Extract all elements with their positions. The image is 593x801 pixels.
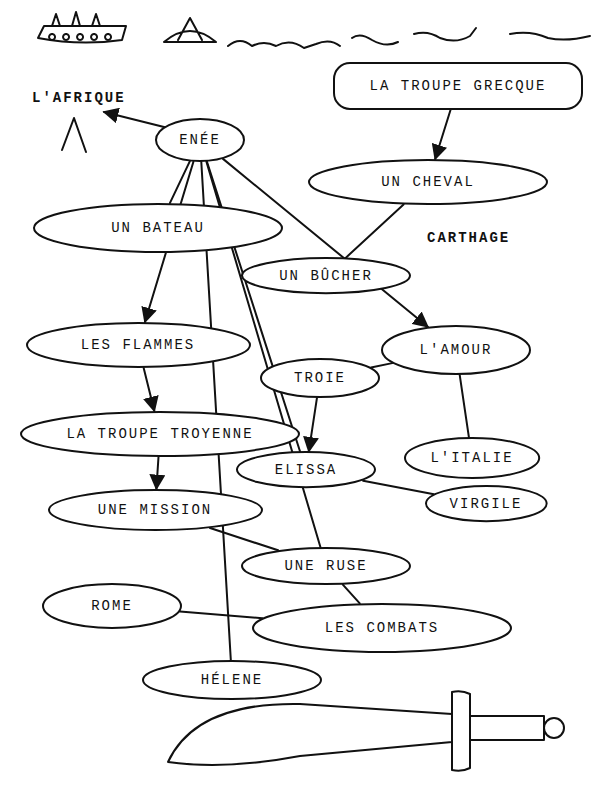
concept-ellipse: LA TROUPE GRECQUE (333, 62, 583, 110)
node-text-block: ROME (91, 598, 133, 615)
sword-pommel (544, 718, 564, 738)
concept-link (346, 205, 404, 258)
concept-label: ROME (91, 598, 133, 615)
concept-label: UNE MISSION (98, 502, 212, 519)
sail-boat (164, 18, 216, 42)
concept-link (343, 585, 360, 604)
concept-link (435, 110, 450, 159)
node-text-block: ELISSA (275, 462, 337, 479)
concept-label: L'AMOUR (420, 342, 493, 359)
pen-scribble (62, 118, 86, 152)
concept-ellipse: UN CHEVAL (308, 159, 548, 205)
concept-link (170, 161, 190, 203)
node-text-block: ENÉE (179, 132, 221, 149)
concept-ellipse: LA TROUPE TROYENNE (20, 411, 300, 457)
node-text-block: LES COMBATS (325, 620, 439, 637)
ellipse-outline (156, 119, 244, 161)
ellipse-outline (43, 584, 181, 628)
ellipse-outline (309, 160, 547, 204)
ellipse-outline (253, 604, 511, 652)
concept-link (207, 162, 300, 452)
concept-ellipse: LES FLAMMES (26, 322, 251, 368)
node-text-block: LA TROUPE TROYENNE (66, 426, 253, 443)
node-text-block: UNE RUSE (284, 558, 367, 575)
sword-grip (470, 716, 544, 740)
node-text-block: LA TROUPE GRECQUE (370, 78, 547, 95)
concept-label: LES FLAMMES (81, 337, 195, 354)
node-text-block: UN BATEAU (111, 220, 205, 237)
concept-ellipse: HÉLENE (142, 660, 322, 700)
concept-ellipse: ROME (42, 583, 182, 629)
concept-link (180, 612, 262, 619)
ellipse-outline (426, 486, 547, 521)
place-label: L'AFRIQUE (30, 90, 128, 107)
node-text-block: LES FLAMMES (81, 337, 195, 354)
node-text-block: L'AMOUR (420, 342, 493, 359)
node-text-block: UN CHEVAL (381, 174, 475, 191)
concept-link (156, 457, 158, 489)
ellipse-outline (237, 452, 375, 487)
concept-link (309, 398, 317, 451)
ellipse-outline (242, 548, 410, 584)
ellipse-outline (21, 412, 299, 456)
ellipse-outline (49, 490, 262, 530)
concept-label: L'ITALIE (430, 450, 513, 467)
concept-ellipse: L'ITALIE (404, 437, 540, 479)
concept-label: ENÉE (179, 132, 221, 149)
concept-ellipse: UNE MISSION (48, 489, 263, 531)
ellipse-outline (143, 661, 321, 699)
concept-label: LA TROUPE TROYENNE (66, 426, 253, 443)
node-text-block: HÉLENE (201, 672, 263, 689)
node-text-block: UN BÛCHER (279, 268, 373, 285)
ellipse-outline (261, 359, 379, 397)
concept-label: UNE RUSE (284, 558, 367, 575)
concept-ellipse: L'AMOUR (381, 325, 531, 375)
concept-link (460, 375, 469, 437)
node-text-block: VIRGILE (450, 496, 523, 513)
sword-guard (452, 691, 470, 770)
ellipse-outline (382, 326, 530, 374)
concept-label: ELISSA (275, 462, 337, 479)
concept-ellipse: UN BÛCHER (241, 257, 411, 294)
boat-portholes (49, 34, 111, 40)
node-text-block: UNE MISSION (98, 502, 212, 519)
node-text-block: L'ITALIE (430, 450, 513, 467)
concept-ellipse: UNE RUSE (241, 547, 411, 585)
troop-band (334, 63, 582, 109)
boat-hull (38, 26, 126, 43)
concept-ellipse: ELISSA (236, 451, 376, 488)
concept-ellipse: TROIE (260, 358, 380, 398)
concept-label: HÉLENE (201, 672, 263, 689)
place-label: CARTHAGE (425, 230, 512, 247)
concept-label: TROIE (294, 370, 346, 387)
ellipse-outline (27, 323, 250, 367)
ellipse-outline (405, 438, 539, 478)
sea-waves (228, 28, 590, 48)
concept-ellipse: LES COMBATS (252, 603, 512, 653)
concept-link (144, 368, 155, 411)
concept-label: LA TROUPE GRECQUE (370, 78, 547, 95)
concept-ellipse: VIRGILE (425, 485, 548, 522)
sword-blade (168, 704, 452, 765)
concept-ellipse: ENÉE (155, 118, 245, 162)
concept-label: UN BATEAU (111, 220, 205, 237)
concept-link (363, 481, 434, 494)
boat-masts (52, 12, 100, 26)
concept-label: LES COMBATS (325, 620, 439, 637)
concept-link (210, 528, 278, 550)
concept-label: UN CHEVAL (381, 174, 475, 191)
concept-link (371, 363, 392, 367)
arrow-to-africa (104, 112, 168, 128)
concept-ellipse: UN BATEAU (33, 203, 283, 253)
ellipse-outline (242, 258, 410, 293)
ellipse-outline (34, 204, 282, 252)
node-text-block: TROIE (294, 370, 346, 387)
concept-label: VIRGILE (450, 496, 523, 513)
concept-label: UN BÛCHER (279, 268, 373, 285)
